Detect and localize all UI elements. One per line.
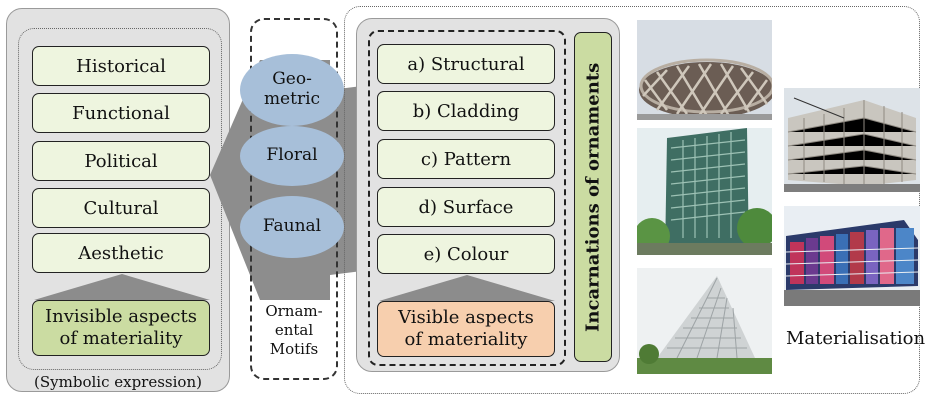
aspect-political: Political [32,141,210,181]
aspect-functional: Functional [32,93,210,133]
motif-geometric: Geo- metric [240,54,344,126]
visible-aspects-line2: of materiality [404,329,528,350]
motif-faunal: Faunal [240,196,344,258]
aspect-cultural: Cultural [32,188,210,228]
motif-geometric-line2: metric [263,89,321,109]
photo-colour-building [784,206,920,306]
motif-floral: Floral [240,126,344,186]
ornamental-motifs-frame [250,18,338,380]
incarnation-surface: d) Surface [377,187,555,227]
incarnation-structural: a) Structural [377,44,555,84]
incarnation-colour: e) Colour [377,234,555,274]
ornamental-motifs-caption-line3: Motifs [269,339,319,358]
visible-aspects-line1: Visible aspects [398,307,534,329]
aspect-aesthetic: Aesthetic [32,233,210,273]
incarnation-pattern: c) Pattern [377,139,555,179]
photo-surface-building [784,88,920,192]
materialisation-caption: Materialisation [786,328,926,349]
visible-aspects-box: Visible aspects of materiality [377,301,555,357]
aspect-historical: Historical [32,46,210,86]
incarnation-cladding: b) Cladding [377,91,555,131]
photo-stadium-structural [637,20,772,120]
invisible-aspects-line2: of materiality [59,328,183,349]
left-up-arrow [34,274,210,300]
incarnations-panel [344,6,920,394]
symbolic-expression-caption: (Symbolic expression) [34,373,202,391]
right-up-arrow [379,275,555,301]
motif-geometric-line1: Geo- [272,69,312,90]
ornamental-motifs-caption-line2: ental [274,320,314,339]
invisible-aspects-box: Invisible aspects of materiality [32,300,210,356]
ornamental-motifs-caption: Ornam- ental Motifs [252,302,336,358]
photo-pattern-pavilion [637,268,772,374]
ornamental-motifs-caption-line1: Ornam- [265,302,323,320]
incarnations-dashed-frame [368,30,566,366]
photo-cladding-building [637,128,772,255]
incarnations-vertical-label: Incarnations of ornaments [574,32,612,362]
invisible-aspects-line1: Invisible aspects [45,306,197,328]
